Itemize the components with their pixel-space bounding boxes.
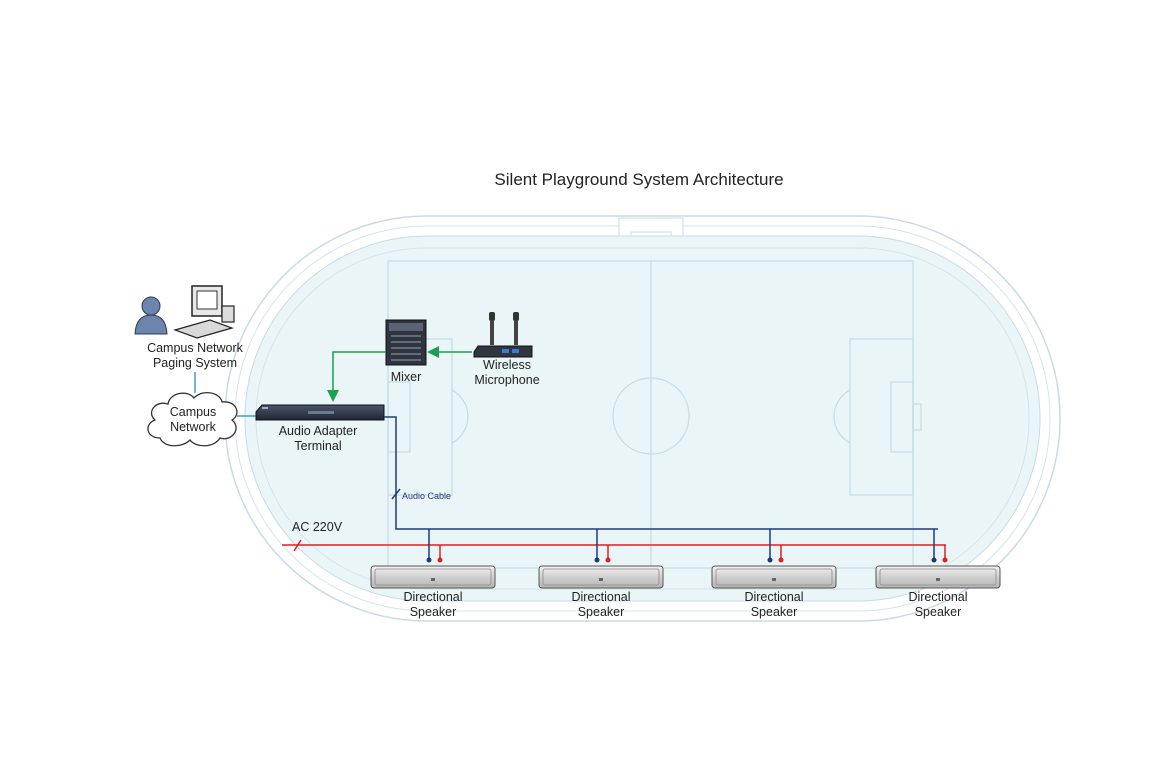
cloud-icon: [147, 392, 238, 447]
audio-adapter-node: Audio Adapter Terminal: [255, 404, 385, 453]
mixer-to-adapter-arrow: [327, 351, 386, 402]
speaker-label-2: Speaker: [410, 605, 457, 619]
campus-network-label-1: Campus: [170, 405, 217, 419]
speaker-power-terminal: [605, 557, 611, 563]
speaker-power-terminal: [942, 557, 948, 563]
speaker-label-1: Directional: [744, 590, 803, 604]
speaker-label-2: Speaker: [578, 605, 625, 619]
speaker-label-1: Directional: [571, 590, 630, 604]
speaker-power-terminal: [437, 557, 443, 563]
speaker-audio-terminal: [426, 557, 432, 563]
audio-adapter-label-1: Audio Adapter: [279, 424, 358, 438]
mixer-icon: [385, 319, 427, 366]
wireless-mic-label-2: Microphone: [474, 373, 539, 387]
audio-adapter-label-2: Terminal: [294, 439, 341, 453]
paging-system-label-2: Paging System: [153, 356, 237, 370]
audio-cable: Audio Cable: [384, 416, 938, 530]
speaker-label-1: Directional: [908, 590, 967, 604]
speaker-audio-terminal: [931, 557, 937, 563]
microphone-icon: [473, 312, 533, 358]
power-label: AC 220V: [292, 520, 343, 534]
paging-system-label-1: Campus Network: [147, 341, 244, 355]
power-line: AC 220V: [282, 520, 946, 552]
paging-system-node: Campus Network Paging System: [134, 285, 244, 370]
speaker-icon: [875, 565, 1001, 589]
speaker-label-2: Speaker: [915, 605, 962, 619]
speaker-group: DirectionalSpeakerDirectionalSpeakerDire…: [370, 529, 1001, 619]
speaker-icon: [538, 565, 664, 589]
speaker-audio-terminal: [594, 557, 600, 563]
user-icon: [134, 296, 168, 335]
campus-network-label-2: Network: [170, 420, 217, 434]
wireless-mic-node: Wireless Microphone: [473, 312, 540, 387]
speaker-power-terminal: [778, 557, 784, 563]
mixer-label: Mixer: [391, 370, 422, 384]
wireless-mic-label-1: Wireless: [483, 358, 531, 372]
diagram-title: Silent Playground System Architecture: [494, 170, 783, 189]
campus-network-node: Campus Network: [147, 392, 238, 447]
audio-cable-label: Audio Cable: [402, 491, 451, 501]
speaker-audio-terminal: [767, 557, 773, 563]
playground-field: [224, 215, 1061, 622]
speaker-label-2: Speaker: [751, 605, 798, 619]
speaker-label-1: Directional: [403, 590, 462, 604]
speaker-icon: [711, 565, 837, 589]
mixer-node: Mixer: [385, 319, 427, 384]
speaker-icon: [370, 565, 496, 589]
computer-icon: [173, 285, 235, 339]
